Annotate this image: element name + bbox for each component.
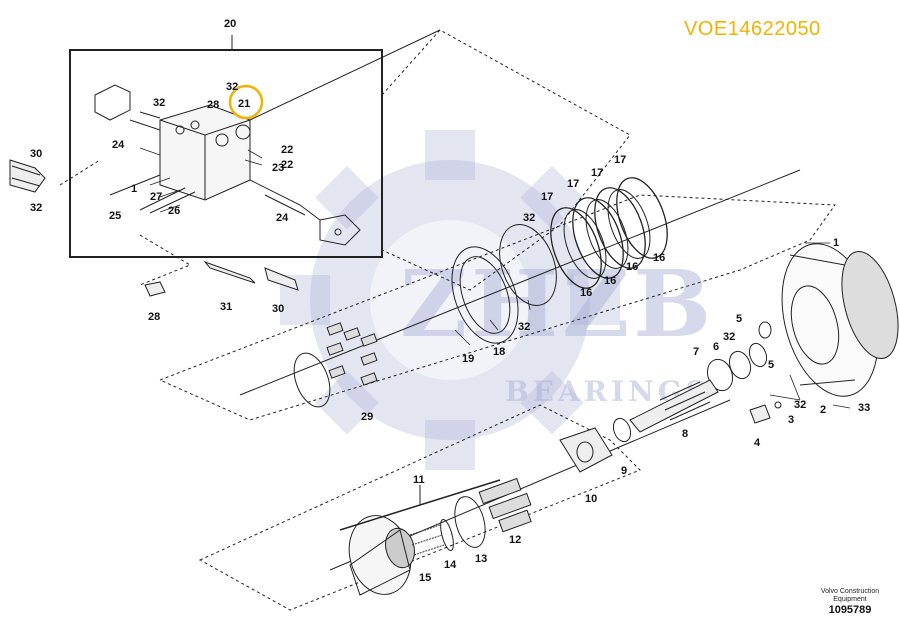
- callout-4: 4: [754, 437, 761, 449]
- callout-16: 16: [604, 275, 616, 287]
- callout-3: 3: [788, 414, 794, 426]
- drawing-footer: Volvo Construction Equipment 1095789: [810, 588, 890, 616]
- inset-frame: [69, 49, 383, 258]
- callout-1: 1: [131, 183, 137, 195]
- callout-20: 20: [224, 18, 236, 30]
- callout-1: 1: [833, 237, 839, 249]
- callout-10: 10: [585, 493, 597, 505]
- part-code-label: VOE14622050: [684, 18, 821, 40]
- callout-21: 21: [238, 98, 250, 110]
- callout-14: 14: [444, 559, 457, 571]
- callout-17: 17: [614, 154, 626, 166]
- callout-32: 32: [226, 81, 238, 93]
- callout-31: 31: [220, 301, 232, 313]
- callout-32: 32: [153, 97, 165, 109]
- callout-17: 17: [541, 191, 553, 203]
- callout-24: 24: [276, 212, 289, 224]
- callout-18: 18: [493, 346, 505, 358]
- highlight-circle: [228, 84, 264, 120]
- callout-7: 7: [693, 346, 699, 358]
- callout-9: 9: [621, 465, 627, 477]
- callout-32: 32: [523, 212, 535, 224]
- callout-11: 11: [413, 474, 425, 486]
- callout-8: 8: [682, 428, 688, 440]
- callout-22: 22: [281, 144, 293, 156]
- callout-25: 25: [109, 210, 121, 222]
- callout-12: 12: [509, 534, 521, 546]
- callout-5: 5: [736, 313, 742, 325]
- callout-17: 17: [591, 167, 603, 179]
- callout-28: 28: [207, 99, 219, 111]
- callout-29: 29: [361, 411, 373, 423]
- callout-23: 23: [272, 162, 284, 174]
- callout-32: 32: [518, 321, 530, 333]
- callout-24: 24: [112, 139, 125, 151]
- callout-19: 19: [462, 353, 474, 365]
- callout-32: 32: [794, 399, 806, 411]
- callout-30: 30: [272, 303, 284, 315]
- callout-32: 32: [723, 331, 735, 343]
- callout-17: 17: [567, 178, 579, 190]
- callout-6: 6: [713, 341, 719, 353]
- callout-33: 33: [858, 402, 870, 414]
- callout-27: 27: [150, 191, 162, 203]
- callout-26: 26: [168, 205, 180, 217]
- callout-22: 22: [281, 159, 293, 171]
- callout-5: 5: [768, 359, 774, 371]
- callout-2: 2: [820, 404, 826, 416]
- callout-32: 32: [30, 202, 42, 214]
- callout-16: 16: [626, 261, 638, 273]
- drawing-number: 1095789: [828, 604, 872, 616]
- callout-13: 13: [475, 553, 487, 565]
- callout-16: 16: [653, 252, 665, 264]
- callout-30: 30: [30, 148, 42, 160]
- brand-name: Volvo Construction Equipment: [820, 588, 880, 603]
- callout-15: 15: [419, 572, 431, 584]
- callout-28: 28: [148, 311, 160, 323]
- callout-16: 16: [580, 287, 592, 299]
- callout-labels: 20 32 28 21 32 22 22 23 24 1 27 26 25 24…: [30, 18, 870, 584]
